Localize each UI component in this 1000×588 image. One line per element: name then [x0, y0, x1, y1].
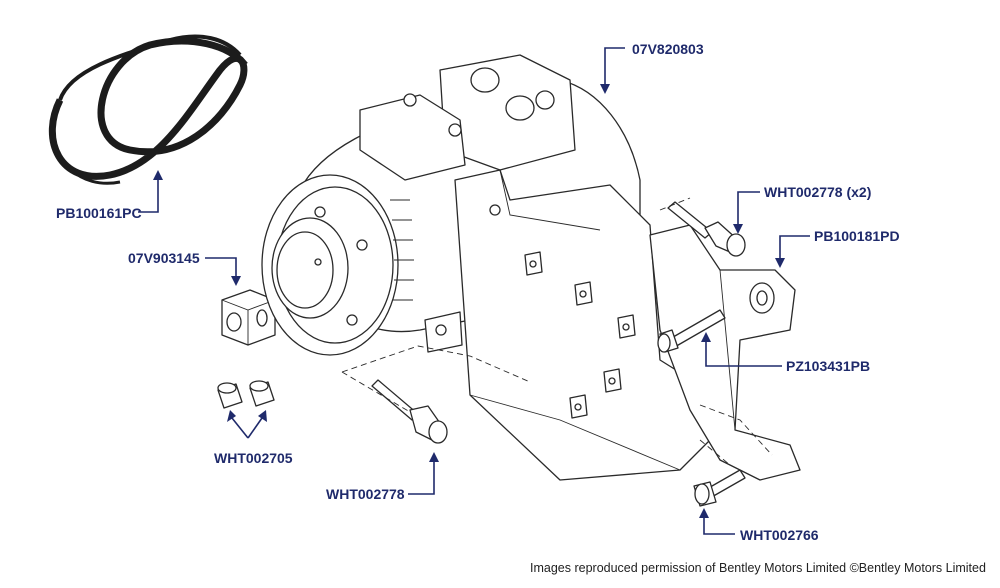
- bracket-bolts-drawing[interactable]: [667, 201, 746, 257]
- long-bolt-drawing[interactable]: [657, 309, 726, 353]
- leader-long-bolt: [701, 332, 782, 367]
- label-compressor[interactable]: 07V820803: [632, 41, 704, 57]
- alignment-lines: [341, 197, 773, 466]
- lower-bolt-drawing[interactable]: [371, 379, 448, 444]
- label-dowels[interactable]: WHT002705: [214, 450, 293, 466]
- label-bracket[interactable]: PB100181PD: [814, 228, 900, 244]
- leader-belt: [138, 170, 163, 213]
- label-spacer-block[interactable]: 07V903145: [128, 250, 200, 266]
- leader-bracket-bolts: [733, 191, 760, 234]
- credit-text: Images reproduced permission of Bentley …: [530, 561, 986, 575]
- leader-spacer: [205, 257, 241, 286]
- leader-compressor: [600, 47, 625, 94]
- dowels-drawing[interactable]: [217, 380, 275, 409]
- label-bottom-bolt[interactable]: WHT002766: [740, 527, 819, 543]
- leader-bracket: [775, 235, 810, 268]
- spacer-block-drawing[interactable]: [221, 289, 276, 346]
- drive-belt-drawing[interactable]: [48, 34, 248, 185]
- label-bracket-bolts[interactable]: WHT002778 (x2): [764, 184, 871, 200]
- label-long-bolt[interactable]: PZ103431PB: [786, 358, 870, 374]
- leader-dowels: [227, 410, 267, 439]
- label-belt[interactable]: PB100161PC: [56, 205, 142, 221]
- secondary-bracket-drawing[interactable]: [649, 224, 801, 481]
- bottom-bolt-drawing[interactable]: [693, 469, 746, 507]
- leader-bottom-bolt: [699, 508, 735, 535]
- leader-lower-bolt: [408, 452, 439, 495]
- label-lower-bolt[interactable]: WHT002778: [326, 486, 405, 502]
